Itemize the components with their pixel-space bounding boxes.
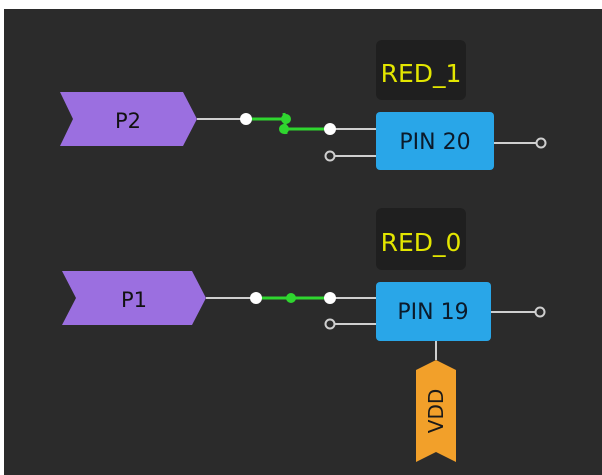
open-terminal[interactable] xyxy=(324,318,336,330)
connection-node-active[interactable] xyxy=(281,114,291,124)
connection-node[interactable] xyxy=(324,123,336,135)
pin-label: PIN 19 xyxy=(397,300,468,325)
port-label: P2 xyxy=(115,109,141,133)
vdd-label: VDD xyxy=(424,389,448,433)
connection-node[interactable] xyxy=(324,292,336,304)
open-terminal[interactable] xyxy=(324,150,336,162)
connection-node[interactable] xyxy=(240,113,252,125)
vdd-supply-tag-icon xyxy=(416,360,456,462)
input-port-p1[interactable]: P1 xyxy=(62,271,206,325)
output-terminal[interactable] xyxy=(534,306,546,318)
net-label-text: RED_0 xyxy=(381,228,462,257)
pin-block-20[interactable]: PIN 20 xyxy=(376,112,494,170)
connection-node-active[interactable] xyxy=(286,293,296,303)
pin-label: PIN 20 xyxy=(399,130,470,155)
circuit-row-bottom: RED_0 P1 PIN 19 VDD xyxy=(62,208,546,462)
net-label-text: RED_1 xyxy=(381,59,462,88)
input-port-arrow-icon xyxy=(62,271,206,325)
port-label: P1 xyxy=(121,288,147,312)
pin-block-19[interactable]: PIN 19 xyxy=(376,282,491,341)
net-label-red-0[interactable]: RED_0 xyxy=(376,208,466,270)
workspace-background xyxy=(4,9,602,475)
input-port-arrow-icon xyxy=(60,92,197,146)
connection-node[interactable] xyxy=(250,292,262,304)
net-label-red-1[interactable]: RED_1 xyxy=(376,40,466,100)
output-terminal[interactable] xyxy=(535,137,547,149)
connection-node-active[interactable] xyxy=(279,124,289,134)
circuit-row-top: RED_1 P2 PIN 20 xyxy=(60,40,547,170)
input-port-p2[interactable]: P2 xyxy=(60,92,197,146)
vdd-supply[interactable]: VDD xyxy=(416,360,456,462)
